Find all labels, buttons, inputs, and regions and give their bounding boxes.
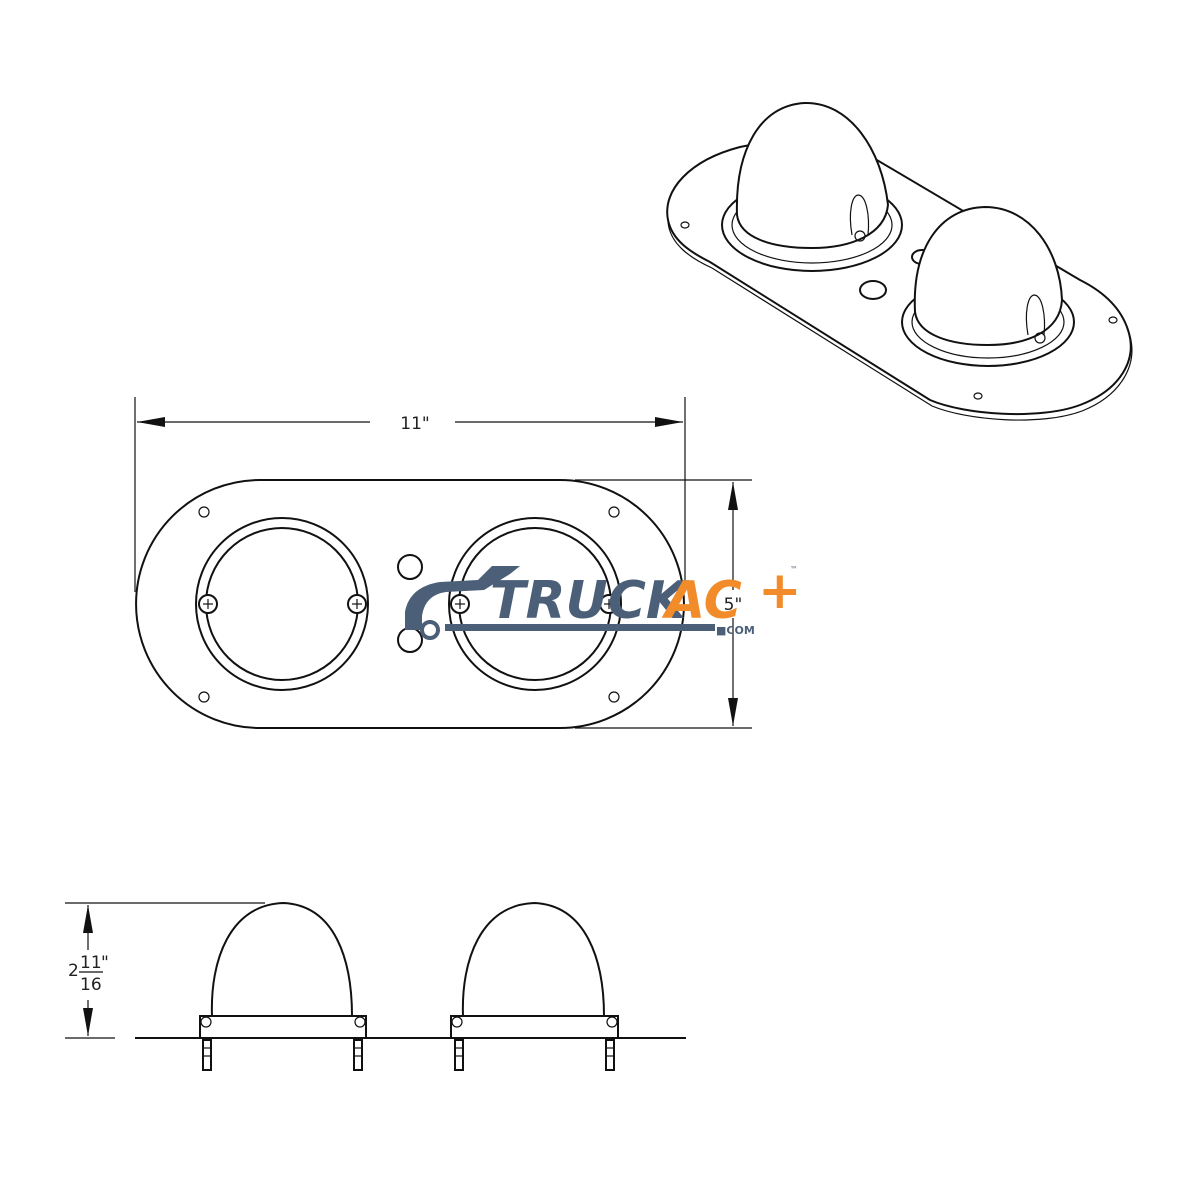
front-plate [135, 479, 685, 729]
isometric-view [666, 101, 1133, 421]
logo-word-ac: AC [661, 571, 742, 631]
side-height-whole: 2 [68, 961, 79, 981]
truck-swoosh-icon [405, 566, 520, 630]
front-view: 11" 5" [134, 397, 752, 729]
side-lamp-1 [199, 901, 367, 1071]
side-height-numerator: 11 [80, 953, 102, 973]
width-dimension: 11" [134, 397, 686, 592]
front-lamp-2 [448, 517, 622, 691]
side-height-unit: " [101, 953, 109, 973]
front-lamp-1 [195, 517, 369, 691]
side-height-dimension: 2 11 16 " [65, 902, 265, 1039]
truckac-watermark-logo: TRUCK AC + ■COM ™ [405, 561, 802, 640]
side-height-denominator: 16 [80, 975, 102, 995]
width-label: 11" [400, 414, 429, 434]
logo-word-truck: TRUCK [490, 571, 690, 631]
logo-com: ■COM [716, 624, 755, 637]
height-label: 5" [724, 595, 743, 615]
side-view: 2 11 16 " [65, 901, 686, 1071]
height-dimension: 5" [575, 479, 752, 729]
iso-lamp-2 [901, 205, 1075, 367]
logo-plus: + [758, 561, 802, 621]
iso-lamp-1 [721, 101, 903, 272]
logo-tm: ™ [790, 565, 798, 574]
side-lamp-2 [450, 901, 619, 1071]
